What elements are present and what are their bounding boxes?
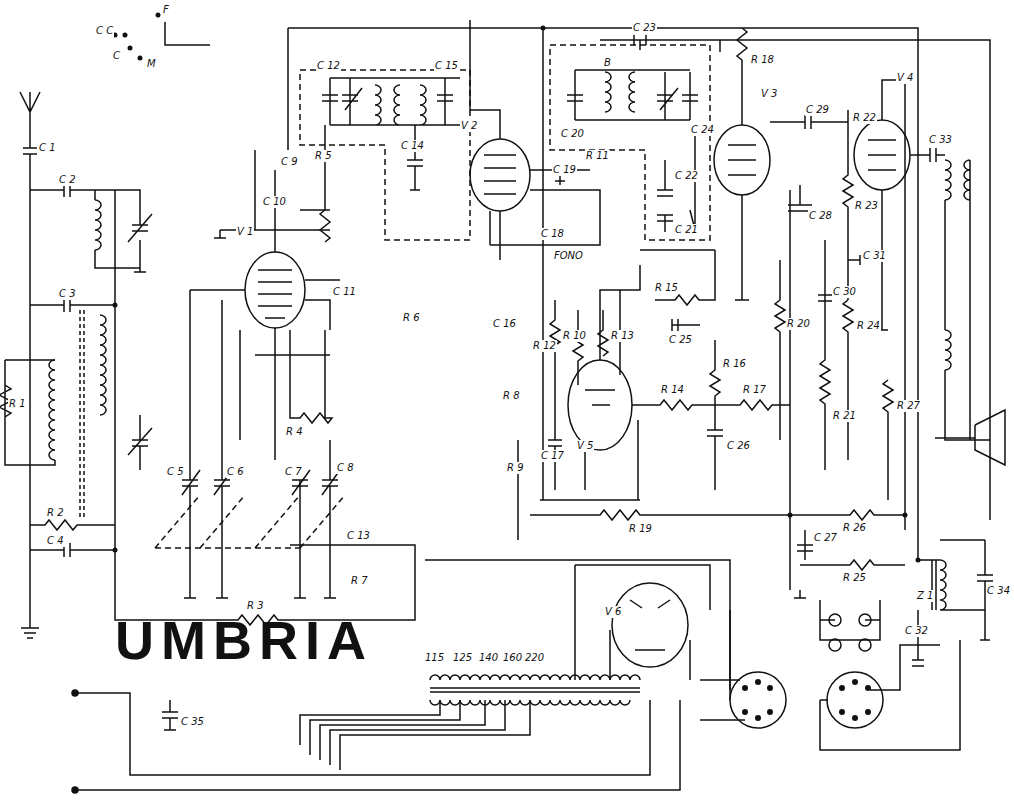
part-label: 125 (452, 652, 473, 664)
part-label: C 21 (674, 224, 699, 236)
part-label: C 32 (904, 625, 929, 637)
part-label: R 4 (285, 426, 304, 438)
part-label: V 2 (460, 120, 478, 132)
part-label: C 5 (166, 466, 185, 478)
part-label: C 10 (262, 196, 287, 208)
part-label: R 16 (722, 358, 747, 370)
part-label: R 13 (610, 330, 635, 342)
part-label: C 2 (58, 174, 77, 186)
part-label: C 16 (492, 318, 517, 330)
part-label: V 6 (604, 606, 622, 618)
part-label: C 4 (46, 535, 65, 547)
part-label: R 8 (502, 390, 521, 402)
part-label: C 30 (832, 286, 857, 298)
brand-title: UMBRIA (115, 610, 373, 670)
part-label: R 26 (842, 522, 867, 534)
part-label: R 27 (896, 400, 921, 412)
part-label: F (162, 4, 170, 16)
part-label: R 5 (314, 150, 333, 162)
part-label: V 3 (760, 88, 778, 100)
part-label: C 20 (560, 128, 585, 140)
part-label: 220 (524, 652, 545, 664)
part-label: C 35 (180, 716, 205, 728)
part-label: C 24 (690, 124, 715, 136)
part-label: C 9 (280, 156, 299, 168)
part-label: R 18 (750, 54, 775, 66)
part-label: R 14 (660, 384, 685, 396)
part-label: C 26 (726, 440, 751, 452)
part-label: 115 (424, 652, 445, 664)
part-label: C 11 (332, 286, 357, 298)
part-label: R 1 (8, 398, 27, 410)
part-label: R 6 (402, 312, 421, 324)
part-label: C 23 (632, 22, 657, 34)
part-label: C 13 (346, 530, 371, 542)
part-label: Z 1 (916, 590, 934, 602)
part-label: R 23 (854, 200, 879, 212)
part-label: C 33 (928, 134, 953, 146)
part-label: C 19 (552, 164, 577, 176)
part-label: C 17 (540, 450, 565, 462)
part-label: C 7 (284, 466, 303, 478)
part-label: R 20 (786, 318, 811, 330)
part-label: R 21 (832, 410, 857, 422)
part-label: R 12 (532, 340, 557, 352)
part-label: R 25 (842, 572, 867, 584)
part-label: C 29 (805, 104, 830, 116)
part-label: R 17 (742, 384, 767, 396)
part-label: C 14 (400, 140, 425, 152)
part-label: C 18 (540, 228, 565, 240)
part-label: R 9 (506, 462, 525, 474)
part-label: C 1 (38, 142, 57, 154)
part-label: FONO (553, 250, 584, 262)
part-label: M (146, 58, 157, 70)
part-label: R 15 (654, 282, 679, 294)
part-label: V 1 (236, 226, 254, 238)
part-label: C 27 (813, 532, 838, 544)
part-label: C (112, 50, 121, 62)
part-label: C 31 (862, 250, 887, 262)
part-label: C 34 (986, 585, 1011, 597)
part-label: C 6 (226, 466, 245, 478)
part-label: 160 (502, 652, 523, 664)
part-label: C 28 (808, 210, 833, 222)
part-label: C 15 (434, 60, 459, 72)
part-label: R 2 (46, 507, 65, 519)
part-label: R 3 (246, 600, 265, 612)
part-label: V 5 (576, 440, 594, 452)
part-label: 140 (478, 652, 499, 664)
part-label: C 22 (674, 170, 699, 182)
part-label: C 25 (668, 334, 693, 346)
part-label: R 22 (852, 112, 877, 124)
part-label: R 19 (628, 523, 653, 535)
part-label: R 11 (585, 150, 610, 162)
part-label: R 24 (856, 320, 881, 332)
wiring (0, 20, 1005, 793)
part-label: C C (95, 25, 114, 37)
part-label: V 4 (896, 72, 914, 84)
part-label: C 3 (58, 288, 77, 300)
part-label: C 8 (336, 462, 355, 474)
part-label: B (603, 57, 612, 69)
pins-and-dots (113, 13, 921, 722)
part-label: R 7 (350, 575, 369, 587)
part-label: R 10 (562, 330, 587, 342)
part-label: C 12 (316, 60, 341, 72)
